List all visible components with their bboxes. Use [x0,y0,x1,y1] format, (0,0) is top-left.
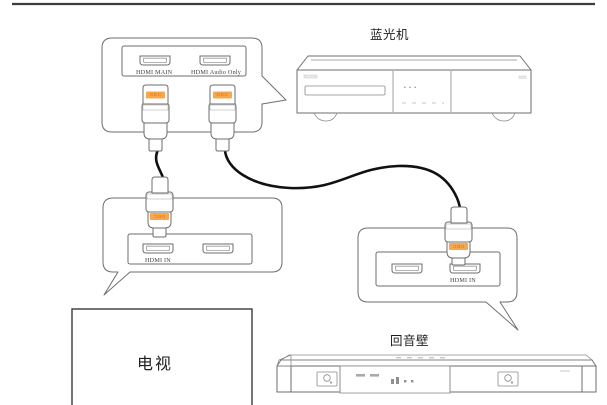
plug-hdmi-main [141,84,170,152]
device-label-soundbar: 回音壁 [390,333,430,348]
device-tv [71,308,253,405]
device-bluray-player [296,55,532,122]
device-label-tv: 电视 [137,354,174,373]
plug-soundbar-hdmi [444,206,473,266]
device-soundbar [276,354,597,394]
plug-tv-hdmi [145,176,174,238]
callout-tv-ports [102,197,283,296]
cable-audio-to-soundbar [223,148,462,238]
port-label-tv-hdmi-in: HDMI IN [145,257,171,264]
plug-brand-tv: GEC [153,214,166,219]
port-label-hdmi-audio-only: HDMI Audio Only [191,69,242,76]
port-label-hdmi-main: HDMI MAIN [136,69,173,76]
device-label-bluray: 蓝光机 [370,27,410,42]
plug-brand-main: GEC [149,92,162,97]
callout-soundbar-ports [357,227,519,331]
port-label-soundbar-hdmi-in: HDMI IN [450,277,476,284]
bluray-display-text: • • • [404,85,418,91]
callout-bluray-ports [101,37,287,133]
plug-brand-soundbar: GEC [452,244,465,249]
plug-brand-audio: GEC [216,92,229,97]
plug-hdmi-audio-only [208,84,237,152]
